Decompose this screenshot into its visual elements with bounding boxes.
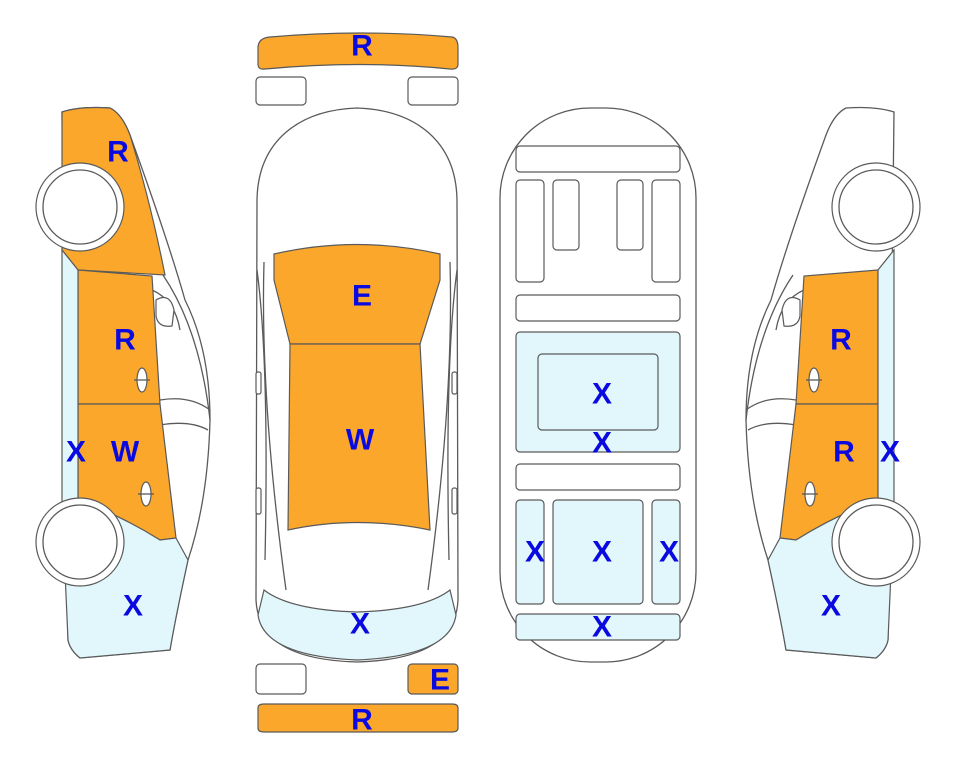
left-front-fender-label: R [107, 136, 129, 169]
right-rocker-label: X [880, 436, 900, 469]
hood-panel[interactable] [273, 243, 441, 345]
floor-left-rail-panel[interactable] [515, 499, 545, 605]
roof-panel[interactable] [287, 343, 431, 531]
top-body-outline [255, 107, 459, 663]
hood-label: E [352, 280, 372, 313]
right-rear-door-label: R [833, 436, 855, 469]
floor-crossmember-label: X [592, 427, 612, 460]
left-front-door-label: R [114, 324, 136, 357]
left-front-wheel[interactable] [35, 162, 125, 252]
right-front-wheel[interactable] [831, 162, 921, 252]
floor-right-rail-label: X [659, 536, 679, 569]
left-side-view: R R W X X [35, 106, 211, 659]
rear-bumper-label: R [351, 704, 373, 737]
floor-right-rail-panel[interactable] [651, 499, 681, 605]
roof-label: W [346, 424, 375, 457]
left-rear-door-label: W [111, 436, 140, 469]
front-left-light[interactable] [255, 76, 307, 106]
floor-mid-panel[interactable] [552, 499, 644, 605]
right-side-view: R R X X [745, 106, 921, 659]
rear-left-light[interactable] [255, 663, 307, 695]
right-rear-wheel[interactable] [831, 497, 921, 587]
right-front-door-label: R [830, 324, 852, 357]
trunk-label: X [350, 608, 370, 641]
rear-small-part-label: E [430, 664, 450, 697]
right-rear-quarter-label: X [821, 590, 841, 623]
floor-crossmember-panel[interactable] [515, 463, 681, 491]
floor-rear-panel[interactable] [515, 613, 681, 641]
underside-outline [499, 107, 697, 663]
trunk-panel[interactable] [257, 588, 457, 661]
floor-rear-label: X [592, 611, 612, 644]
front-bumper-panel[interactable] [257, 32, 459, 70]
floor-center-label: X [592, 378, 612, 411]
floor-mid-label: X [592, 536, 612, 569]
left-rear-quarter-label: X [123, 590, 143, 623]
rear-small-part[interactable] [407, 663, 459, 695]
left-rear-wheel[interactable] [35, 497, 125, 587]
rear-bumper-panel[interactable] [257, 703, 459, 733]
underside-view: X X X X X X [499, 107, 697, 663]
left-rocker-label: X [66, 436, 86, 469]
front-bumper-label: R [351, 30, 373, 63]
top-view: R E W X E R [255, 30, 459, 737]
front-right-light[interactable] [407, 76, 459, 106]
floor-left-rail-label: X [525, 536, 545, 569]
